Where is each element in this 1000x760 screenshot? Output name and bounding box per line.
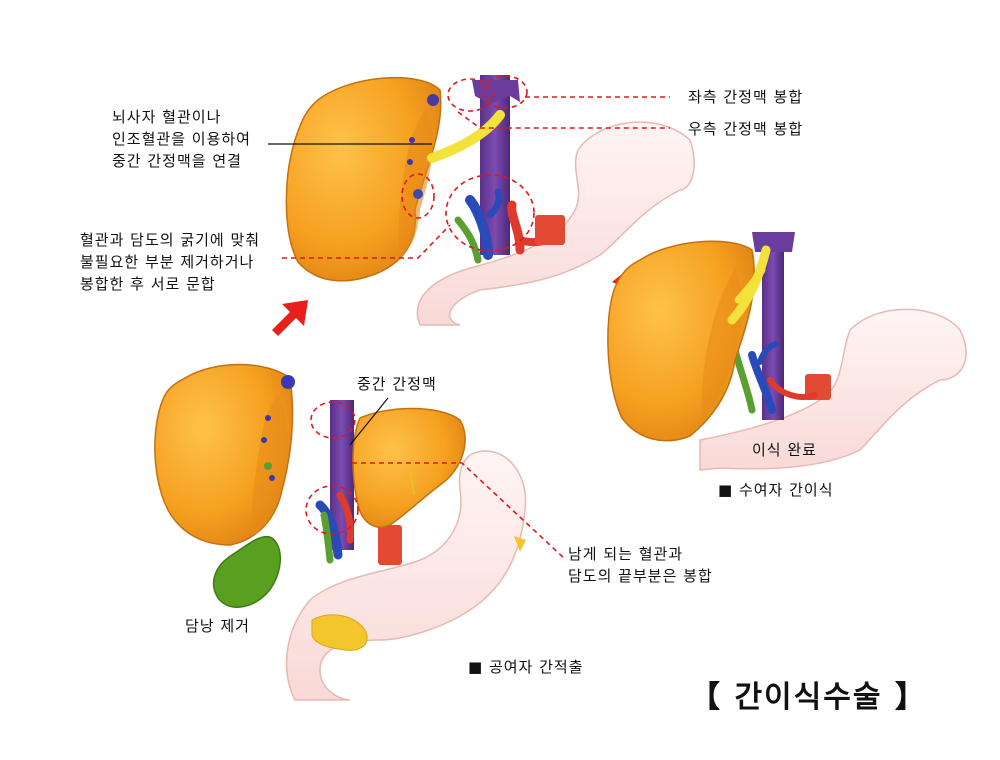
hilum-stump-top (413, 189, 423, 199)
label-recipient-transplant: ■ 수여자 간이식 (718, 479, 834, 501)
label-transplant-complete: 이식 완료 (752, 439, 817, 461)
label-remaining-line-2: 담도의 끝부분은 봉합 (568, 565, 713, 587)
label-gallbladder-removed: 담낭 제거 (185, 615, 250, 637)
label-left-hv-anastomosis: 좌측 간정맥 봉합 (688, 86, 803, 108)
gallbladder (214, 537, 281, 608)
graft-stump-3 (264, 462, 272, 470)
graft-stump-1 (265, 415, 271, 421)
label-graft-vessel-line-1: 뇌사자 혈관이나 (112, 106, 251, 128)
liver-remnant-bottom (353, 408, 465, 527)
hv-stump-3 (407, 159, 413, 165)
graft-hv-stump (281, 375, 295, 389)
label-trim-anastomose: 혈관과 담도의 굵기에 맞춰 불필요한 부분 제거하거나 봉합한 후 서로 문합 (80, 229, 260, 295)
ivc-cap-top (472, 80, 520, 104)
label-trim-line-2: 불필요한 부분 제거하거나 (80, 251, 260, 273)
label-trim-line-1: 혈관과 담도의 굵기에 맞춰 (80, 229, 260, 251)
hv-stump-2 (409, 137, 415, 143)
label-middle-hepatic-vein: 중간 간정맥 (357, 373, 437, 395)
graft-stump-4 (269, 475, 275, 481)
label-graft-vessel: 뇌사자 혈관이나 인조혈관을 이용하여 중간 간정맥을 연결 (112, 106, 251, 172)
label-trim-line-3: 봉합한 후 서로 문합 (80, 273, 260, 295)
page-title: 【 간이식수술 】 (690, 672, 927, 716)
arrow-up-right-icon (272, 300, 308, 336)
aorta-bottom (378, 525, 402, 565)
bottom-scene (155, 365, 566, 701)
label-donor-hepatectomy: ■ 공여자 간적출 (468, 656, 584, 678)
hv-stump-1 (427, 94, 439, 106)
right-scene (608, 232, 966, 470)
graft-stump-2 (261, 437, 267, 443)
label-right-hv-anastomosis: 우측 간정맥 봉합 (688, 118, 803, 140)
label-remaining-line-1: 남게 되는 혈관과 (568, 543, 713, 565)
bile-duct-top (458, 220, 478, 260)
label-graft-vessel-line-2: 인조혈관을 이용하여 (112, 128, 251, 150)
label-graft-vessel-line-3: 중간 간정맥을 연결 (112, 150, 251, 172)
label-remaining-stumps: 남게 되는 혈관과 담도의 끝부분은 봉합 (568, 543, 713, 587)
ivc-cap-right (752, 232, 795, 252)
aorta-top (535, 215, 565, 245)
